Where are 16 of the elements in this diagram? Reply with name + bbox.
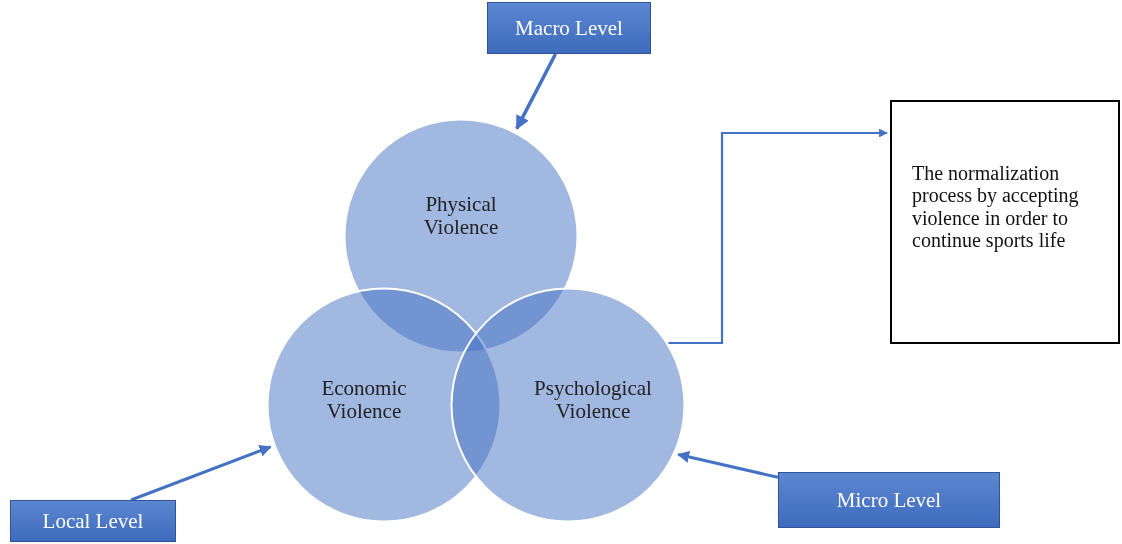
circle-label: Psychological Violence (533, 376, 653, 424)
level-box (487, 2, 651, 54)
level-label: Macro Level (515, 15, 623, 41)
arrow (677, 451, 779, 479)
arrow (668, 128, 888, 345)
circle-label: Economic Violence (320, 376, 408, 424)
note-box (890, 100, 1120, 344)
level-label: Micro Level (836, 487, 942, 513)
level-box (778, 472, 1000, 528)
violence-circle (450, 287, 686, 523)
note-text: The normalization process by accepting violence in order to continue sports life (912, 162, 1080, 252)
arrow (515, 53, 558, 130)
arrow (130, 445, 272, 502)
level-box (10, 500, 176, 542)
level-label: Local Level (42, 508, 144, 534)
circle-label: Physical Violence (422, 192, 500, 240)
